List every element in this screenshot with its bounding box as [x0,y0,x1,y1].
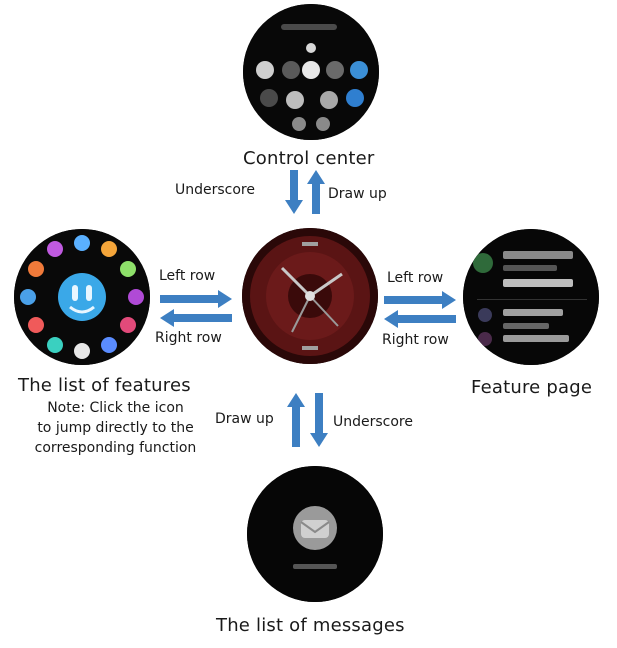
arrow-up-bottom-draw-up [287,393,305,447]
arrow-down-underscore [285,170,303,214]
features-list-note: Note: Click the icon to jump directly to… [14,398,217,458]
label-right-right-row: Right row [382,332,449,348]
arrow-right-to-feature [384,291,456,309]
label-bottom-draw-up: Draw up [215,411,274,427]
note-line-3: corresponding function [34,440,197,456]
label-left-left-row: Left row [159,268,216,284]
label-left-right-row: Right row [155,330,222,346]
features-list-watch [14,229,150,365]
feature-page-screen [463,229,599,365]
arrow-down-bottom-underscore [310,393,328,447]
watch-face-center [242,228,378,364]
arrow-left-right-row [160,309,232,327]
label-top-draw-up: Draw up [328,186,387,202]
control-center-title: Control center [243,148,375,169]
messages-list-watch [247,466,383,602]
label-top-underscore: Underscore [175,182,255,198]
feature-page-watch [463,229,599,365]
watch-face-screen [242,228,378,364]
label-bottom-underscore: Underscore [333,414,413,430]
control-center-screen [243,4,379,140]
messages-list-title: The list of messages [216,615,405,636]
feature-page-title: Feature page [471,377,593,398]
label-right-left-row: Left row [387,270,444,286]
arrow-right-left-row [160,290,232,308]
arrow-up-draw-up [307,170,325,214]
note-line-2: to jump directly to the [37,420,194,436]
arrow-left-from-feature [384,310,456,328]
messages-list-screen [247,466,383,602]
features-list-screen [14,229,150,365]
control-center-watch [243,4,379,140]
note-line-1: Note: Click the icon [47,400,184,416]
features-list-title: The list of features [18,375,191,396]
